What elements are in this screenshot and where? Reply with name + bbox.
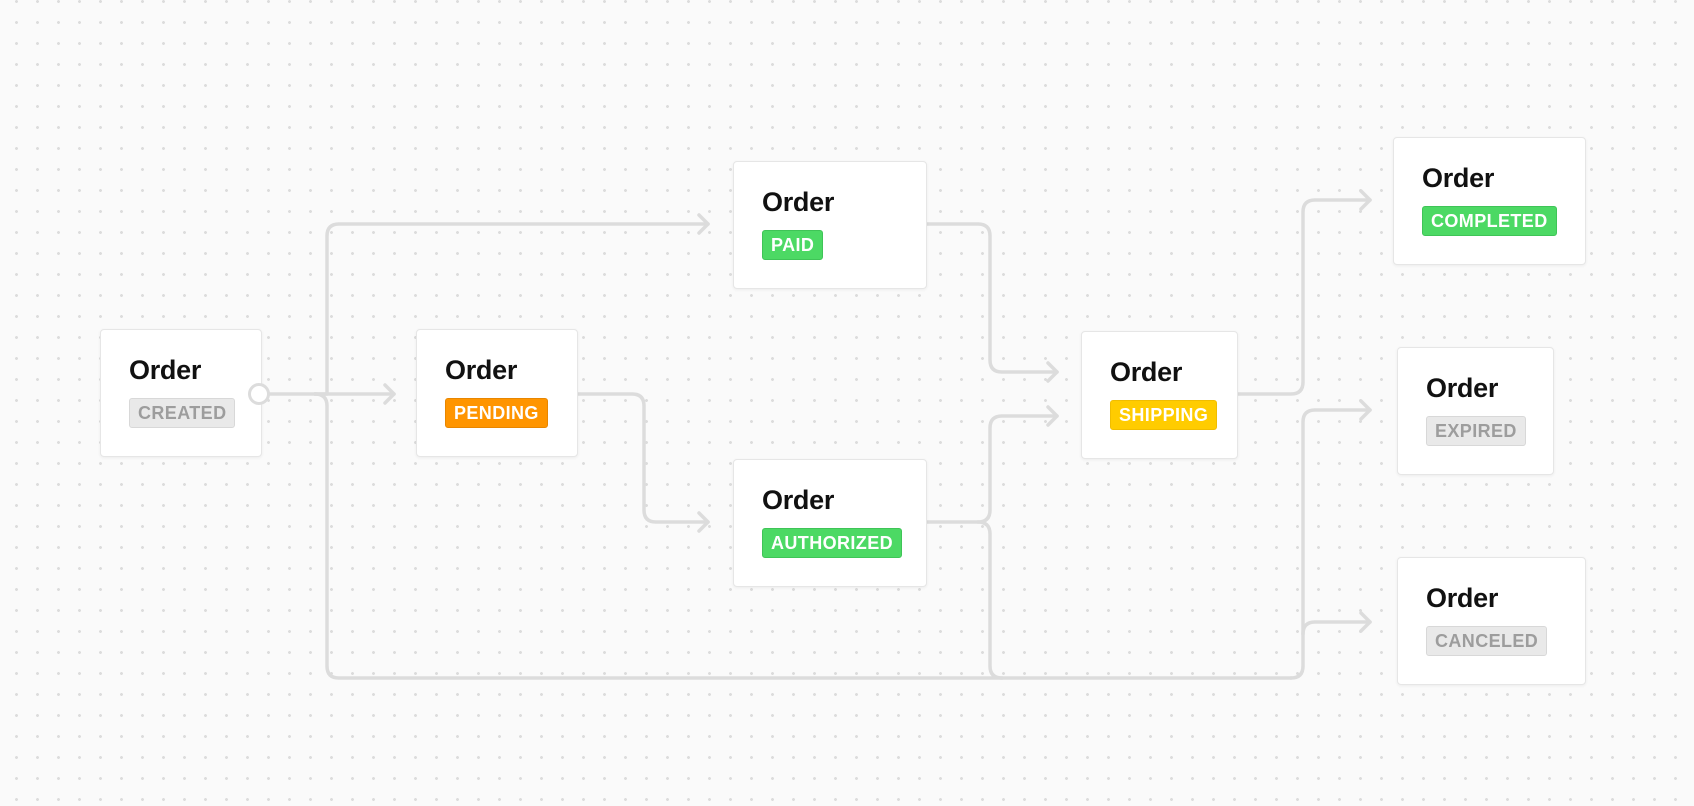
status-badge-canceled: CANCELED [1426, 626, 1548, 656]
edge-created-to-bus [313, 392, 1293, 680]
node-title: Order [762, 485, 835, 515]
node-title: Order [1110, 357, 1183, 387]
edge-paid-to-shipping [924, 222, 1059, 374]
node-order-canceled[interactable]: Order CANCELED [1397, 557, 1586, 685]
arrowhead-canceled [1359, 611, 1372, 633]
status-badge-expired: EXPIRED [1426, 416, 1526, 446]
node-title: Order [1422, 163, 1495, 193]
node-order-completed[interactable]: Order COMPLETED [1393, 137, 1586, 265]
output-port-handle[interactable] [248, 383, 270, 405]
status-badge-paid: PAID [762, 230, 824, 260]
edge-authorized-to-bus [976, 520, 1004, 680]
arrowhead-pending [383, 383, 396, 405]
edge-pending-to-authorized [576, 392, 710, 524]
node-title: Order [1426, 583, 1499, 613]
status-badge-shipping: SHIPPING [1110, 400, 1218, 430]
arrowhead-shipping-top [1046, 361, 1059, 383]
node-order-shipping[interactable]: Order SHIPPING [1081, 331, 1238, 459]
arrowhead-completed [1359, 189, 1372, 211]
node-order-expired[interactable]: Order EXPIRED [1397, 347, 1554, 475]
edge-shipping-to-completed [1236, 198, 1372, 396]
node-order-pending[interactable]: Order PENDING [416, 329, 578, 457]
edge-created-to-paid [313, 222, 710, 396]
edge-authorized-to-shipping [924, 414, 1059, 524]
node-title: Order [445, 355, 518, 385]
status-badge-created: CREATED [129, 398, 236, 428]
node-title: Order [1426, 373, 1499, 403]
arrowhead-shipping-bottom [1046, 405, 1059, 427]
status-badge-authorized: AUTHORIZED [762, 528, 902, 558]
node-order-authorized[interactable]: Order AUTHORIZED [733, 459, 927, 587]
node-order-created[interactable]: Order CREATED [100, 329, 262, 457]
status-badge-pending: PENDING [445, 398, 548, 428]
node-title: Order [762, 187, 835, 217]
arrowhead-paid [697, 213, 710, 235]
status-badge-completed: COMPLETED [1422, 206, 1557, 236]
arrowhead-authorized [697, 511, 710, 533]
node-order-paid[interactable]: Order PAID [733, 161, 927, 289]
edge-bus-to-expired [1301, 408, 1372, 636]
arrowhead-expired [1359, 399, 1372, 421]
node-title: Order [129, 355, 202, 385]
